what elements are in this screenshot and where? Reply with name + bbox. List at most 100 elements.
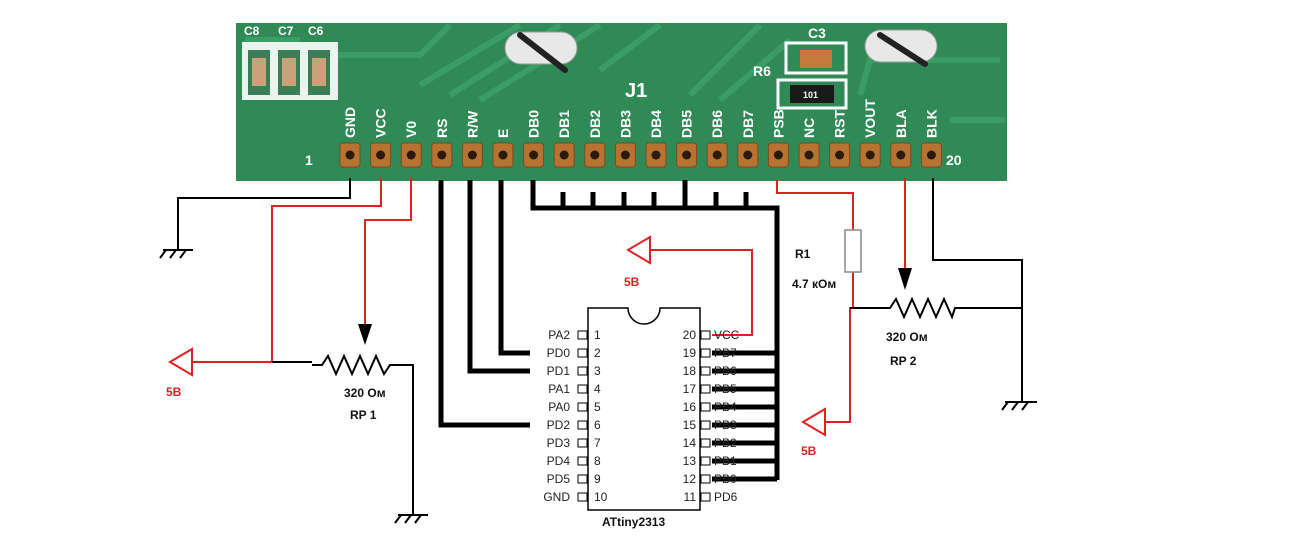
mcu-pin-name: PA1 <box>548 382 570 396</box>
wire-rs-pd2 <box>438 180 530 428</box>
mcu-pin-box <box>700 366 711 376</box>
mcu-pin-number: 14 <box>683 436 697 450</box>
pcb-pad-hole <box>804 150 814 160</box>
mcu-pin-name: PB1 <box>714 454 737 468</box>
r1-name: R1 <box>795 247 811 261</box>
mcu-pin-box <box>700 456 711 466</box>
pcb-pin-label: DB4 <box>648 110 664 138</box>
mcu-pin-number: 3 <box>594 364 601 378</box>
mcu-pin-number: 11 <box>684 490 697 504</box>
mcu-pin-name: PB4 <box>714 400 737 414</box>
mount-screw-right <box>877 32 928 67</box>
pcb-pad-hole <box>345 150 355 160</box>
mcu-pin-name: PD2 <box>547 418 571 432</box>
mcu-pin-name: PA0 <box>548 400 570 414</box>
mcu-pin-box <box>700 402 711 412</box>
pcb-pad-hole <box>467 150 477 160</box>
rp1-wiper-arrow <box>358 324 372 345</box>
mcu-pin-number: 6 <box>594 418 601 432</box>
mcu-pin-box <box>577 366 588 376</box>
mcu-pin-name: PD6 <box>714 490 738 504</box>
mcu-pin-name: PB2 <box>714 436 737 450</box>
supply-arrow-left <box>168 347 193 377</box>
mcu-pin-name: PB5 <box>714 382 737 396</box>
mcu-pin-box <box>577 456 588 466</box>
pcb-pin-label: PSB <box>770 109 786 138</box>
supply-label-left: 5В <box>166 385 182 399</box>
pcb-pin-label: DB0 <box>526 110 542 138</box>
pcb-pin-label: V0 <box>403 121 419 138</box>
capacitor-c8 <box>252 58 266 86</box>
supply-label-r1: 5В <box>801 444 817 458</box>
mcu-pin-box <box>700 438 711 448</box>
bus-stubs-right <box>712 350 777 482</box>
pcb-pad-hole <box>529 150 539 160</box>
ground-symbol-left <box>159 249 193 259</box>
label-j1: J1 <box>625 80 647 102</box>
mcu-pin-number: 4 <box>594 382 601 396</box>
pcb-pad-hole <box>896 150 906 160</box>
mcu-pin-box <box>577 438 588 448</box>
capacitor-c7 <box>282 58 296 86</box>
potentiometer-rp2 <box>880 268 965 320</box>
mcu-pin-number: 18 <box>683 364 697 378</box>
mcu-pin-name: PB3 <box>714 418 737 432</box>
pcb-pin-label: BLK <box>923 109 939 138</box>
mcu-pin-name: PB0 <box>714 472 737 486</box>
potentiometer-rp1 <box>312 324 400 377</box>
mcu-body <box>587 307 701 511</box>
pcb-pad-hole <box>773 150 783 160</box>
mcu-pin-name: GND <box>543 490 570 504</box>
mcu-pin-name: PD5 <box>547 472 571 486</box>
mcu-pin-box <box>700 474 711 484</box>
mcu-pin-name: PB6 <box>714 364 737 378</box>
pcb-pin-label: RST <box>832 110 848 138</box>
rp1-name: RP 1 <box>350 408 377 422</box>
mcu-pin-box <box>700 348 711 358</box>
label-c3: C3 <box>808 25 826 41</box>
wire-gnd-pin <box>177 178 351 250</box>
capacitor-group: C8 C7 C6 <box>242 24 338 100</box>
mcu-pin-box <box>577 330 588 340</box>
label-c8: C8 <box>244 24 260 38</box>
pcb-pin-label: DB5 <box>679 110 695 138</box>
mcu-pin-number: 1 <box>594 328 601 342</box>
mcu-pin-number: 12 <box>683 472 697 486</box>
pcb-traces <box>245 22 1005 123</box>
mcu-pin-number: 2 <box>594 346 601 360</box>
pcb-pad-hole <box>590 150 600 160</box>
mcu-pin-number: 17 <box>683 382 697 396</box>
wire-vcc-pin <box>190 178 382 363</box>
label-c6: C6 <box>308 24 324 38</box>
bus-stubs-top <box>560 180 749 208</box>
pcb-pin-label: VOUT <box>862 99 878 138</box>
wire-blk-ground <box>932 178 1023 402</box>
mcu-pin-name: PD3 <box>547 436 571 450</box>
ground-symbol-rp1 <box>394 514 428 524</box>
pcb-pad-hole <box>743 150 753 160</box>
supply-label-mcu: 5В <box>624 275 640 289</box>
c3-silk <box>784 41 848 75</box>
pcb-pin-label: DB3 <box>617 110 633 138</box>
mcu-pin-number: 10 <box>594 490 608 504</box>
mcu-pin-number: 15 <box>683 418 697 432</box>
pcb-pin-label: DB2 <box>587 110 603 138</box>
mcu-pin-number: 8 <box>594 454 601 468</box>
pcb-pads <box>339 142 942 168</box>
pcb-pin-label: E <box>495 129 511 138</box>
label-pin-last: 20 <box>946 152 962 168</box>
pcb-pad-hole <box>926 150 936 160</box>
wire-rw-pd1 <box>467 180 530 374</box>
supply-arrow-mcu <box>626 235 651 265</box>
label-r6: R6 <box>753 63 771 79</box>
mcu-pin-name: PA2 <box>548 328 570 342</box>
mcu-pin-box <box>577 348 588 358</box>
rp2-value: 320 Ом <box>886 330 928 344</box>
mcu-pin-name: PB7 <box>714 346 737 360</box>
mcu-pin-box <box>577 384 588 394</box>
rp1-value: 320 Ом <box>344 386 386 400</box>
pcb-pad-hole <box>835 150 845 160</box>
r1-value: 4.7 кОм <box>792 277 836 291</box>
